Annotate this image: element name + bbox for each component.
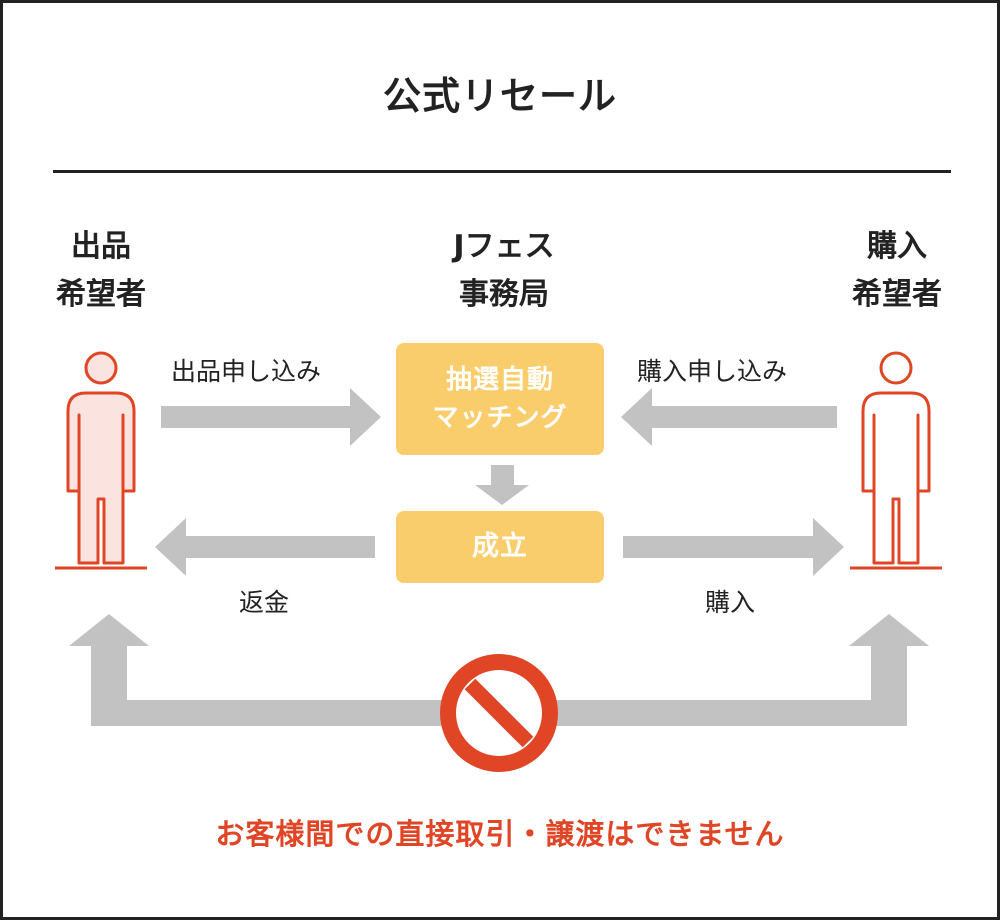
success-box: 成立 <box>396 511 604 583</box>
office-label-line1: Jフェス <box>453 229 555 264</box>
buyer-label-line2: 希望者 <box>852 277 942 312</box>
buyer-label-line1: 購入 <box>867 229 927 264</box>
buyer-apply-arrow <box>621 388 837 446</box>
title-divider <box>53 170 951 173</box>
refund-arrow <box>155 518 375 576</box>
refund-label: 返金 <box>239 588 290 617</box>
purchase-arrow <box>623 518 844 576</box>
office-label-line2: 事務局 <box>459 277 549 312</box>
prohibited-icon <box>440 654 558 772</box>
matching-box: 抽選自動 マッチング <box>396 343 604 455</box>
diagram-graphics <box>55 351 942 772</box>
matching-box-line1: 抽選自動 <box>445 365 554 395</box>
page-title: 公式リセール <box>382 74 617 118</box>
seller-apply-label: 出品申し込み <box>171 357 322 386</box>
buyer-label: 購入 希望者 <box>835 223 959 319</box>
purchase-label: 購入 <box>705 588 756 617</box>
matching-down-arrow <box>475 465 529 505</box>
seller-person-icon <box>55 351 147 570</box>
office-label: Jフェス 事務局 <box>399 223 609 319</box>
success-box-label: 成立 <box>472 531 528 562</box>
seller-label-line2: 希望者 <box>56 277 146 312</box>
seller-label-line1: 出品 <box>71 229 131 264</box>
buyer-apply-label: 購入申し込み <box>637 357 788 386</box>
prohibition-notice: お客様間での直接取引・譲渡はできません <box>215 817 785 851</box>
seller-apply-arrow <box>161 388 381 446</box>
matching-box-line2: マッチング <box>432 403 568 433</box>
buyer-person-icon <box>850 351 942 570</box>
seller-label: 出品 希望者 <box>41 223 161 319</box>
